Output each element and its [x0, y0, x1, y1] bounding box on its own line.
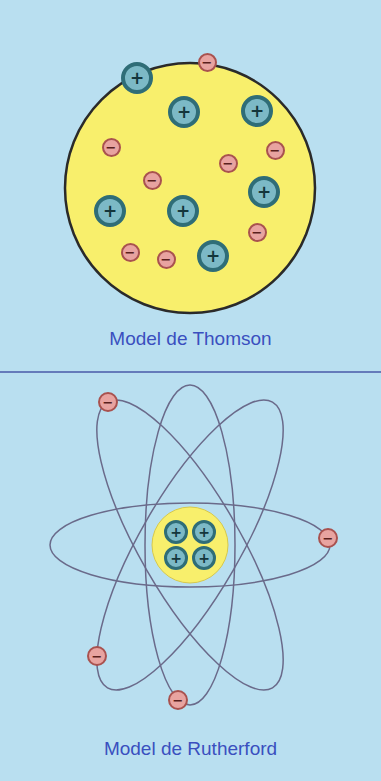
charge-sign: − — [106, 141, 117, 154]
charge-sign: − — [173, 694, 184, 707]
charge-sign: − — [270, 144, 281, 157]
nucleus — [152, 507, 228, 583]
orbit — [145, 385, 235, 705]
negative-charge: − — [102, 138, 121, 157]
charge-sign: + — [206, 248, 220, 265]
charge-sign: + — [103, 203, 117, 220]
positive-charge: + — [167, 195, 199, 227]
electron: − — [87, 646, 107, 666]
negative-charge: − — [248, 223, 267, 242]
charge-sign: + — [177, 104, 191, 121]
negative-charge: − — [121, 243, 140, 262]
positive-charge: + — [168, 96, 200, 128]
charge-sign: + — [176, 203, 190, 220]
charge-sign: − — [252, 226, 263, 239]
electron: − — [168, 690, 188, 710]
positive-charge: + — [164, 546, 188, 570]
charge-sign: + — [170, 525, 182, 539]
orbit — [50, 503, 330, 587]
positive-charge: + — [241, 95, 273, 127]
model-caption: Model de Thomson — [0, 328, 381, 351]
orbit — [64, 377, 316, 713]
charge-sign: + — [198, 551, 210, 565]
charge-sign: − — [147, 174, 158, 187]
electron: − — [318, 528, 338, 548]
charge-sign: + — [170, 551, 182, 565]
negative-charge: − — [198, 53, 217, 72]
model-caption: Model de Rutherford — [0, 738, 381, 761]
thomson-sphere — [65, 63, 315, 313]
negative-charge: − — [157, 250, 176, 269]
positive-charge: + — [94, 195, 126, 227]
positive-charge: + — [248, 176, 280, 208]
negative-charge: − — [219, 154, 238, 173]
charge-sign: + — [130, 70, 144, 87]
charge-sign: − — [202, 56, 213, 69]
electron: − — [98, 392, 118, 412]
positive-charge: + — [197, 240, 229, 272]
charge-sign: − — [125, 246, 136, 259]
charge-sign: + — [257, 184, 271, 201]
charge-sign: + — [250, 103, 264, 120]
positive-charge: + — [164, 520, 188, 544]
charge-sign: − — [92, 650, 103, 663]
positive-charge: + — [121, 62, 153, 94]
positive-charge: + — [192, 546, 216, 570]
charge-sign: − — [223, 157, 234, 170]
electron-orbits — [50, 377, 330, 713]
positive-charge: + — [192, 520, 216, 544]
charge-sign: − — [161, 253, 172, 266]
divider-line — [0, 371, 381, 373]
negative-charge: − — [143, 171, 162, 190]
orbit — [64, 377, 316, 713]
negative-charge: − — [266, 141, 285, 160]
charge-sign: + — [198, 525, 210, 539]
charge-sign: − — [103, 396, 114, 409]
charge-sign: − — [323, 532, 334, 545]
